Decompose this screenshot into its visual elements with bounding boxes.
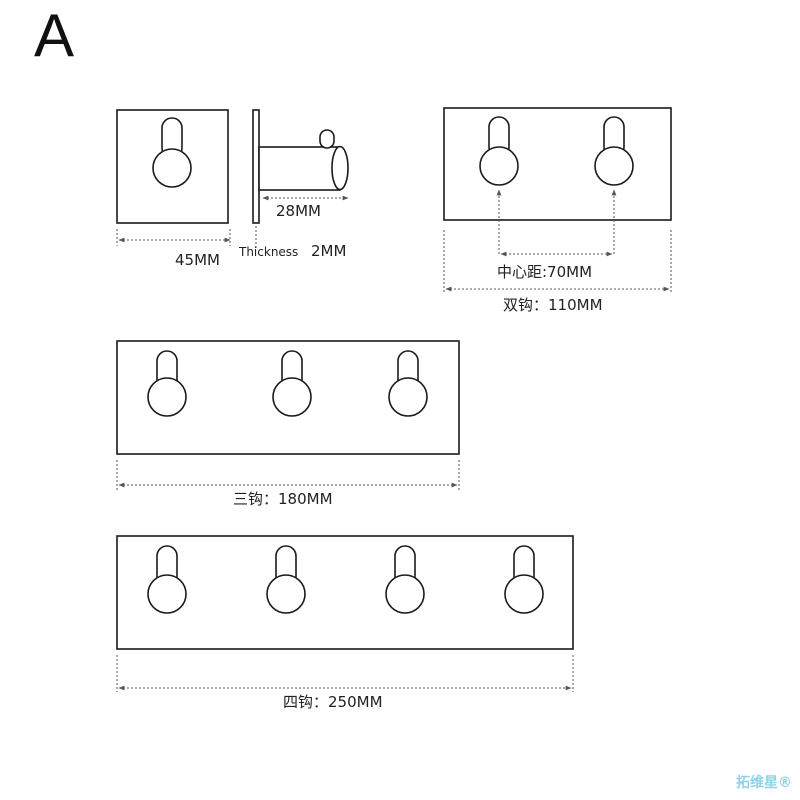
double-length-label: 双钩：110MM — [503, 296, 603, 314]
panel-label: A — [34, 2, 75, 69]
triple-hook-slot-2 — [272, 350, 312, 417]
depth-label: 28MM — [276, 202, 321, 220]
triple-hook-slot-1 — [147, 350, 187, 417]
triple-hook-slot-3 — [388, 350, 428, 417]
quad-length-label: 四钩：250MM — [283, 693, 383, 711]
double-hook-slot-1 — [479, 116, 519, 186]
triple-hook-plate — [116, 340, 460, 455]
quad-hook-slot-2 — [266, 545, 306, 614]
side-arm-end — [331, 145, 349, 191]
single-width-label: 45MM — [175, 251, 220, 269]
quad-hook-slot-3 — [385, 545, 425, 614]
side-plate — [252, 109, 260, 224]
quad-hook-slot-4 — [504, 545, 544, 614]
watermark: 拓维星® — [736, 775, 792, 791]
triple-hook — [116, 340, 460, 490]
quad-hook-slot-1 — [147, 545, 187, 614]
triple-length-label: 三钩：180MM — [233, 490, 333, 508]
thickness-label: Thickness — [239, 245, 299, 259]
single-hook-side-view — [252, 109, 349, 250]
single-hook-front-view — [116, 109, 231, 246]
side-arm — [258, 146, 341, 191]
center-distance-label: 中心距:70MM — [497, 263, 593, 281]
quad-hook — [116, 535, 574, 692]
single-hook-plate — [116, 109, 229, 224]
double-hook-slot-2 — [594, 116, 634, 186]
single-hook-slot — [152, 117, 192, 188]
side-knob — [319, 129, 335, 149]
thickness-value: 2MM — [311, 242, 347, 260]
quad-hook-plate — [116, 535, 574, 650]
double-hook-plate — [443, 107, 672, 221]
double-hook — [443, 107, 672, 292]
